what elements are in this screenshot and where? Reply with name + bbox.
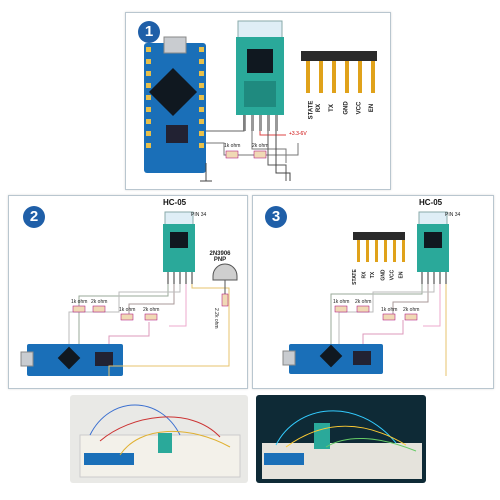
panel-1-diagram xyxy=(144,20,377,182)
pin-label-3-rx: RX xyxy=(361,271,368,279)
wires-panel-2 xyxy=(68,280,230,376)
resistor-label-2-1: 1k ohm xyxy=(71,299,88,305)
wires-panel-3 xyxy=(330,284,447,376)
transistor-icon xyxy=(212,263,238,281)
panel-1: 1 1k ohm 2k ohm +3.3-6V STATE RX TX GND … xyxy=(125,12,391,190)
resistor-label-1k: 1k ohm xyxy=(224,143,241,149)
pin-label-3-gnd: GND xyxy=(380,269,387,281)
pin-labels-1: STATE RX TX GND VCC EN xyxy=(302,97,382,127)
breadboard-photo-1 xyxy=(70,395,248,483)
panel-3: 3 HC-05 PIN 34 STATE RX TX GND VCC EN 1k… xyxy=(252,195,494,389)
pin-label-3-en: EN xyxy=(398,271,405,279)
wires-panel-1 xyxy=(200,115,299,182)
resistor-label-2-4: 2k ohm xyxy=(143,307,160,313)
pin-labels-3: STATE RX TX GND VCC EN xyxy=(351,264,411,290)
pin34-label-3: PIN 34 xyxy=(445,212,461,218)
pin-label-3-vcc: VCC xyxy=(389,269,396,281)
arduino-nano-board xyxy=(144,36,206,173)
resistor-label-2k: 2k ohm xyxy=(252,143,269,149)
arduino-nano-board-3 xyxy=(282,344,383,374)
breadboard-photo-2 xyxy=(256,395,426,483)
pin-label-gnd: GND xyxy=(343,101,350,115)
pin34-label-2: PIN 34 xyxy=(191,212,207,218)
step-badge-3: 3 xyxy=(265,206,287,228)
breadboard-photo-1-art xyxy=(79,404,241,478)
resistor-label-2-3: 1k ohm xyxy=(119,307,136,313)
panel-2-diagram xyxy=(20,211,238,376)
panel-2: 2 HC-05 PIN 34 2N3906 PNP 2.2k ohm 1k oh… xyxy=(8,195,248,389)
breadboard-photo-2-art xyxy=(262,410,422,479)
pin-header-1 xyxy=(301,51,377,93)
step-badge-1: 1 xyxy=(138,21,160,43)
transistor-label: 2N3906 PNP xyxy=(209,251,231,263)
pin-label-3-tx: TX xyxy=(370,271,377,279)
pin-label-en: EN xyxy=(369,103,376,113)
resistor-label-3-1: 1k ohm xyxy=(333,299,350,305)
module-title-3: HC-05 xyxy=(419,198,443,207)
pin-label-rx: RX xyxy=(316,103,323,113)
arduino-nano-board-2 xyxy=(20,344,123,376)
module-title-2: HC-05 xyxy=(163,198,187,207)
pin-label-tx: TX xyxy=(328,104,335,112)
resistor-label-2-2: 2k ohm xyxy=(91,299,108,305)
resistor-label-3-3: 1k ohm xyxy=(381,307,398,313)
hc-module-1 xyxy=(236,20,284,131)
pin-header-3 xyxy=(353,232,405,262)
voltage-label: +3.3-6V xyxy=(289,131,307,137)
hc-module-2 xyxy=(163,211,195,284)
pin-label-state: STATE xyxy=(308,100,315,120)
step-badge-2: 2 xyxy=(23,206,45,228)
resistor-label-3-2: 2k ohm xyxy=(355,299,372,305)
resistor-base-label: 2.2k ohm xyxy=(213,308,219,329)
hc-module-3 xyxy=(417,211,449,284)
resistor-label-3-4: 2k ohm xyxy=(403,307,420,313)
pin-label-vcc: VCC xyxy=(356,101,363,115)
panel-3-diagram xyxy=(282,211,449,376)
pin-label-3-state: STATE xyxy=(351,269,358,285)
